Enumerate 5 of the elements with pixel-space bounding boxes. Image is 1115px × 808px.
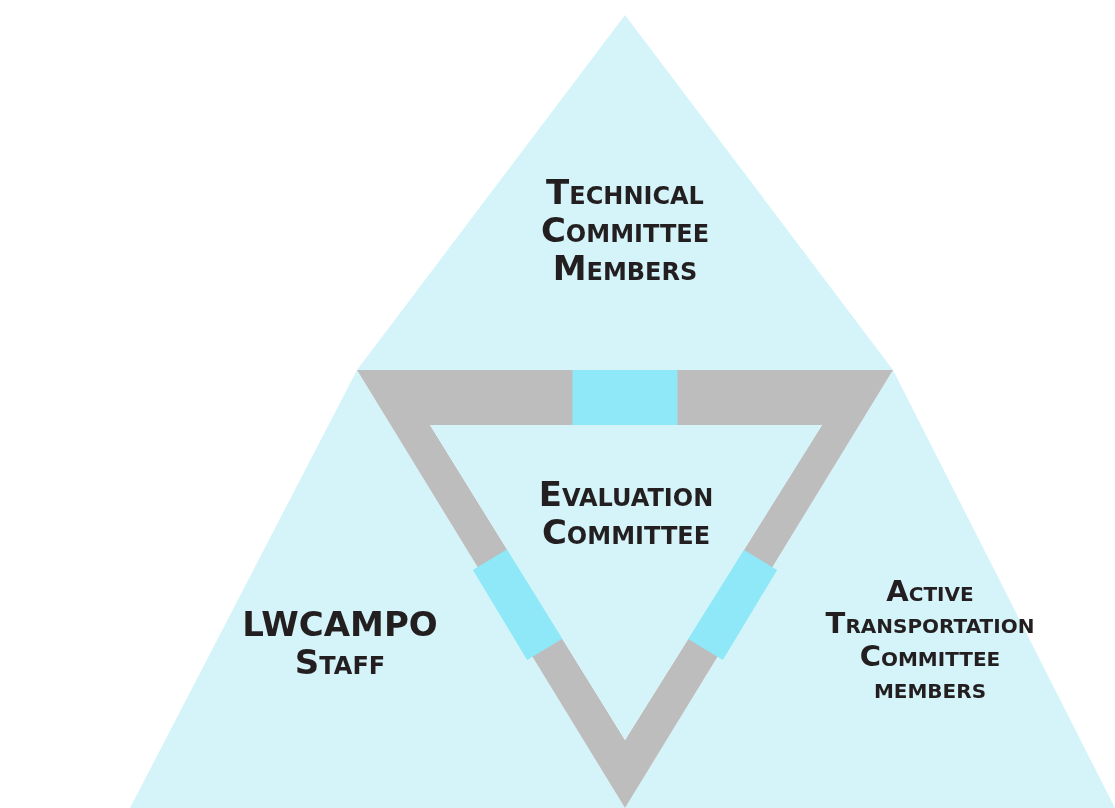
section-title: Active Transportation Committee members	[824, 575, 1036, 705]
section-title: Technical Committee Members	[539, 173, 711, 288]
section-title: LWCAMPO Staff	[241, 605, 439, 682]
connector-band	[572, 370, 678, 425]
section-title: Evaluation Committee	[537, 475, 715, 552]
